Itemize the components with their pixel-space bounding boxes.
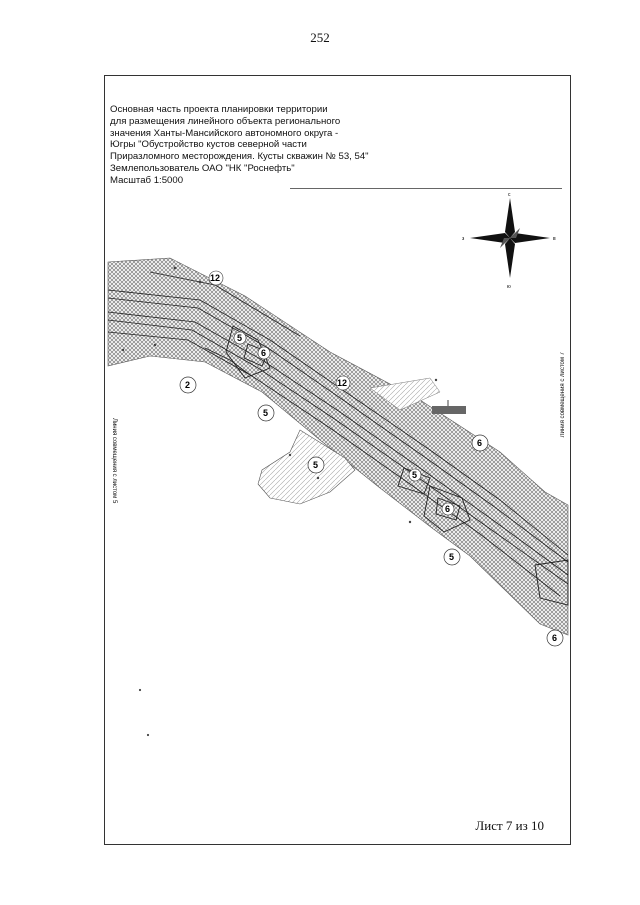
zone-label: 5: [449, 552, 454, 562]
title-block: Основная часть проекта планировки террит…: [110, 104, 410, 187]
match-line-label-left: Линия совмещения с листом 5: [111, 418, 117, 504]
title-line: Основная часть проекта планировки террит…: [110, 104, 328, 115]
map-marker: [432, 406, 466, 414]
zone-label: 6: [552, 633, 557, 643]
zone-label: 6: [477, 438, 482, 448]
compass-south: ю: [507, 284, 511, 290]
drawing-frame: [104, 75, 571, 845]
survey-points: [121, 266, 438, 737]
side-strip: [369, 377, 441, 411]
zone-label: 12: [337, 378, 347, 388]
compass-north: с: [508, 192, 511, 198]
well-pad-lower: [397, 467, 471, 533]
hatched-corridor: [107, 257, 569, 636]
zone-label: 5: [263, 408, 268, 418]
zone-label: 6: [445, 504, 450, 514]
title-line: Югры "Обустройство кустов северной части: [110, 139, 307, 151]
map-canvas: с ю з в 12 5 6 2 12 5 5 6 5 6 5 6: [107, 192, 569, 737]
match-line-label-right: Линия совмещения с листом 7: [560, 352, 566, 438]
zone-label: 6: [261, 348, 266, 358]
zone-label: 12: [210, 273, 220, 283]
zone-label: 5: [412, 470, 417, 480]
compass-rose: с ю з в: [462, 192, 556, 290]
title-line: Землепользователь ОАО "НК "Роснефть": [110, 162, 295, 174]
zone-label: 5: [313, 460, 318, 470]
page-number: 252: [310, 30, 330, 45]
title-line: значения Ханты-Мансийского автономного о…: [110, 127, 339, 139]
title-line: Приразломного месторождения. Кусты скваж…: [110, 151, 369, 163]
compass-west: з: [462, 236, 465, 242]
zone-labels: 12 5 6 2 12 5 5 6 5 6 5 6: [179, 270, 564, 647]
zone-label: 5: [237, 333, 242, 343]
junction-outline: [534, 559, 569, 606]
branch-corridor: [257, 429, 356, 505]
compass-east: в: [553, 236, 556, 242]
zone-label: 2: [185, 380, 190, 390]
title-underline: [290, 188, 562, 189]
sheet-label: Лист 7 из 10: [475, 818, 544, 833]
scale-label: Масштаб 1:5000: [110, 174, 184, 186]
title-line: для размещения линейного объекта региона…: [110, 115, 341, 127]
